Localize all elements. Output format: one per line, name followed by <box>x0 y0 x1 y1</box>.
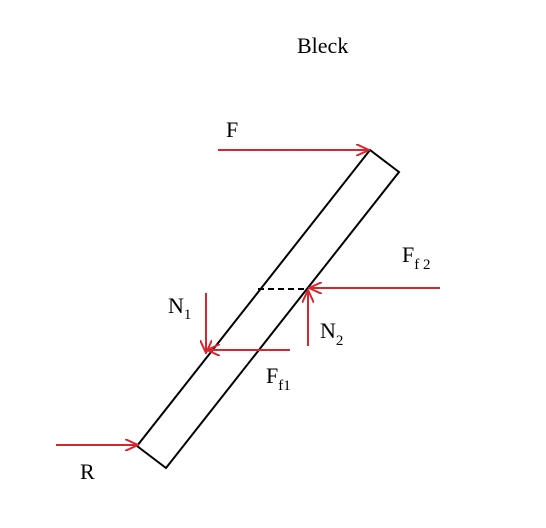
title-label: Bleck <box>297 33 348 58</box>
force-ff1-label: Ff1 <box>266 363 291 394</box>
force-ff2-label: Ff 2 <box>402 242 431 273</box>
force-n1-label: N1 <box>168 293 191 323</box>
force-r-label: R <box>80 459 95 484</box>
force-n2-label: N2 <box>320 318 343 349</box>
force-f-label: F <box>226 117 238 142</box>
